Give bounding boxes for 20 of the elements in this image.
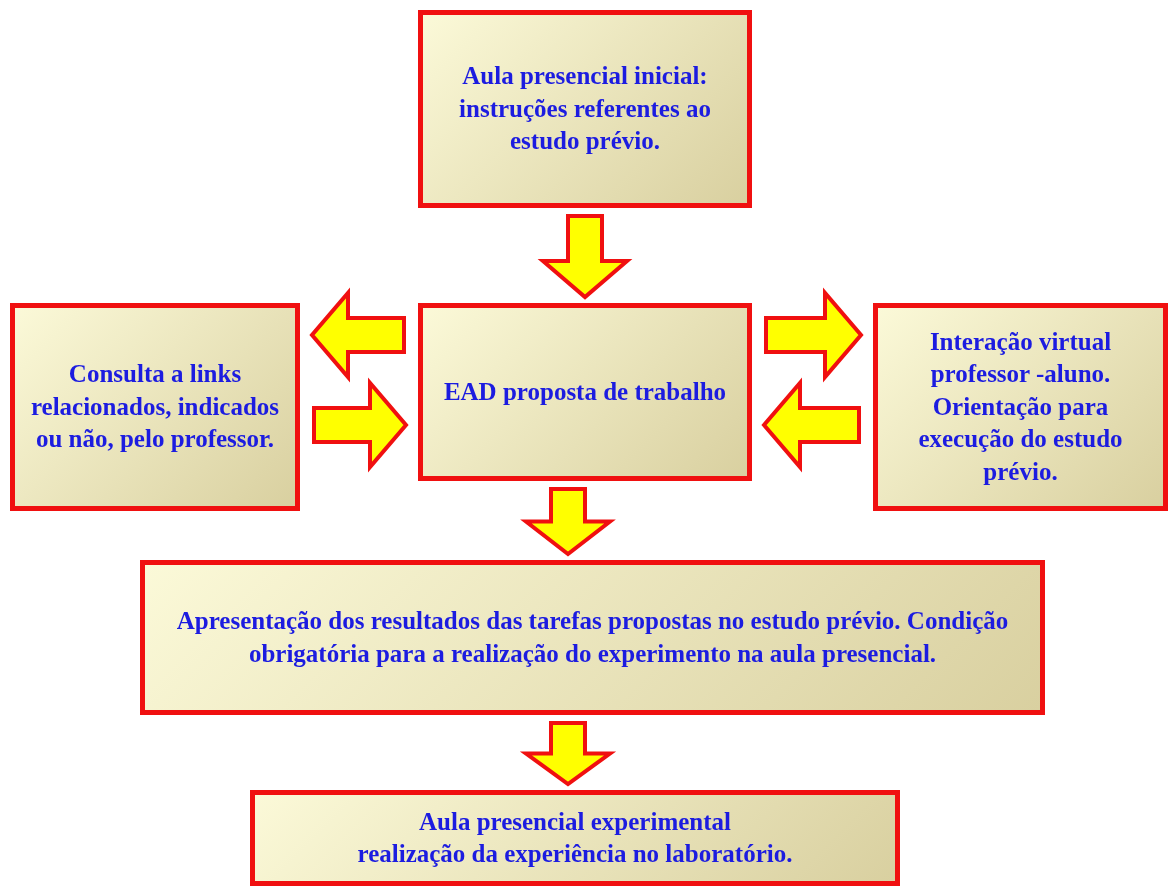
- block-arrow: [519, 721, 617, 787]
- block-arrow: [520, 487, 616, 557]
- block-arrow: [761, 377, 861, 473]
- block-arrow: [309, 287, 406, 383]
- process-box: [418, 10, 752, 208]
- box-text: Interação virtual professor -aluno. Orientação para execução do estudo prévio.: [917, 326, 1124, 487]
- process-box: [140, 560, 1045, 715]
- box-text: Aula presencial inicial: instruções referentes ao estudo prévio.: [458, 61, 712, 157]
- box-text: EAD proposta de trabalho: [443, 376, 727, 407]
- block-arrow: [312, 377, 409, 473]
- box-text: Consulta a links relacionados, indicados ou não, pelo professor.: [29, 359, 281, 455]
- box-text: realização da experiência no laboratório.: [357, 839, 793, 869]
- process-box: [250, 790, 900, 886]
- process-box: [10, 303, 300, 511]
- process-box: [418, 303, 752, 481]
- box-text: Aula presencial experimental: [419, 806, 731, 837]
- process-box: [873, 303, 1168, 511]
- box-text: Apresentação dos resultados das tarefas propostas no estudo prévio. Condição obrigatória para a realização do experimento na aula presencial.: [175, 606, 1010, 669]
- block-arrow: [537, 214, 633, 300]
- block-arrow: [764, 287, 864, 383]
